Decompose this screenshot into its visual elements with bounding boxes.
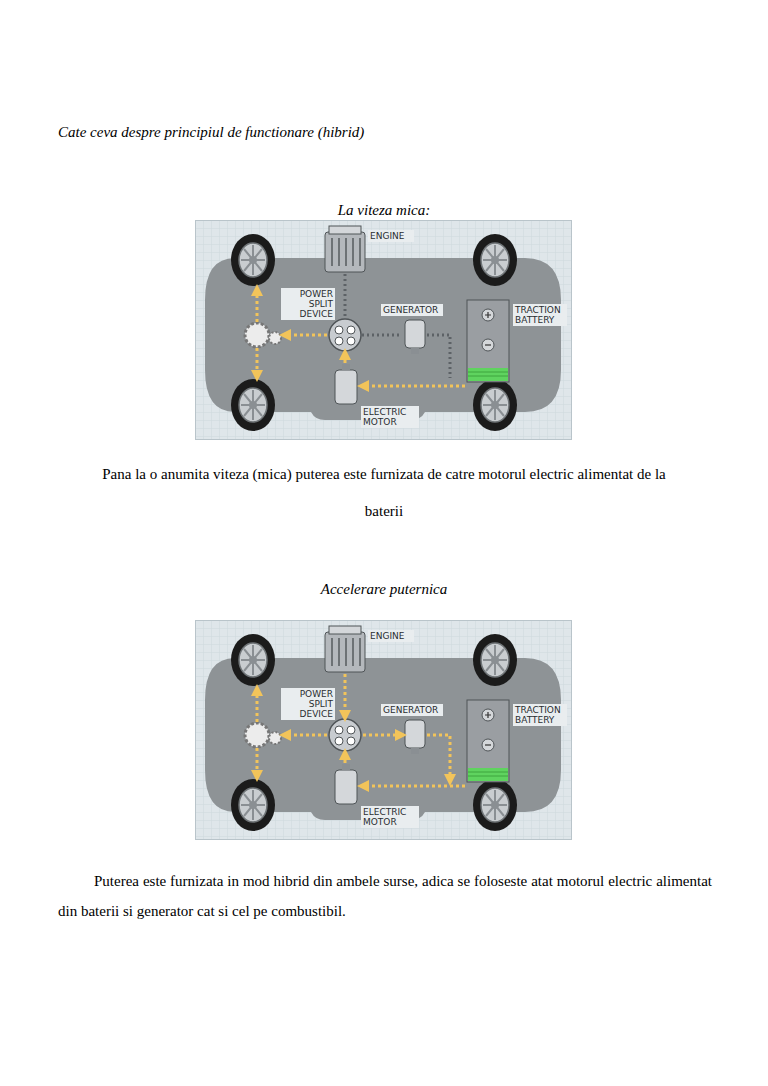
part-label: TRACTION BATTERY — [513, 304, 567, 326]
section-heading: Accelerare puternica — [0, 580, 768, 598]
page-heading: Cate ceva despre principiul de functiona… — [58, 124, 364, 141]
part-label: ENGINE — [368, 230, 414, 242]
paragraph: Pana la o anumita viteza (mica) puterea … — [100, 456, 668, 530]
part-label: GENERATOR — [381, 304, 443, 316]
part-label: ELECTRIC MOTOR — [361, 806, 419, 828]
part-label: ELECTRIC MOTOR — [361, 406, 419, 428]
part-label: TRACTION BATTERY — [513, 704, 567, 726]
part-label: POWER SPLIT DEVICE — [281, 288, 335, 320]
part-label: POWER SPLIT DEVICE — [281, 688, 335, 720]
section-heading: La viteza mica: — [0, 201, 768, 219]
part-label: ENGINE — [368, 630, 414, 642]
part-label: GENERATOR — [381, 704, 443, 716]
paragraph: Puterea este furnizata in mod hibrid din… — [58, 866, 712, 926]
